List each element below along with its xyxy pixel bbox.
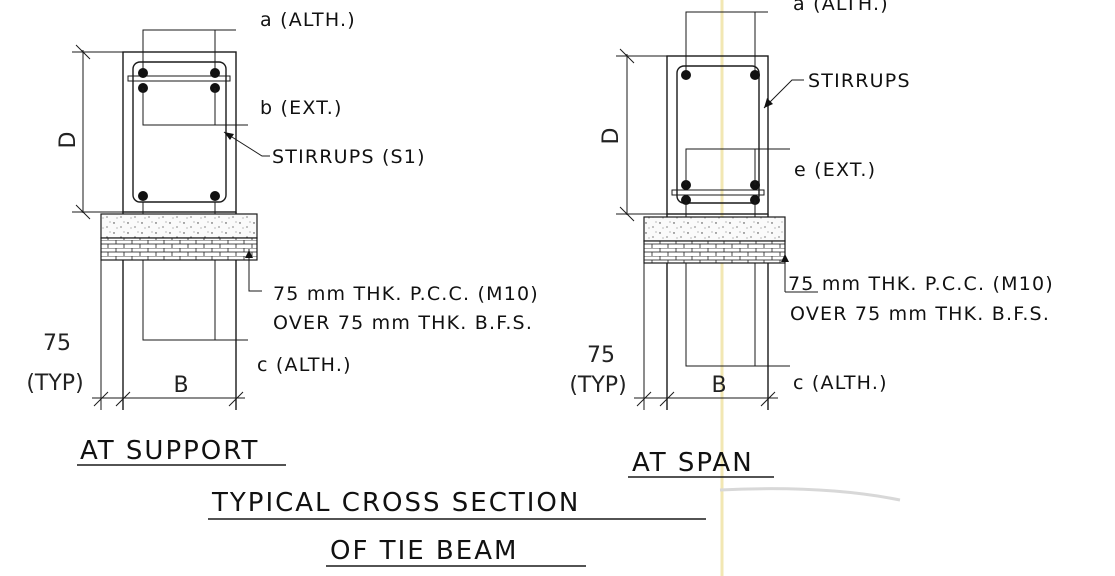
span-beam-outline (666, 55, 769, 215)
support-stirrup (132, 61, 227, 203)
support-b-leader (142, 88, 248, 126)
span-stirrup-arrow (764, 98, 773, 108)
span-bar-top-left (681, 70, 691, 80)
span-label-c: c (ALTH.) (793, 372, 888, 394)
support-dim-B-tick-3 (228, 391, 244, 407)
support-beam-outline (122, 51, 237, 213)
span-dim-D-tick-bottom (619, 206, 635, 222)
span-e-leader (685, 148, 790, 185)
support-dim-typ-label: (TYP) (26, 371, 83, 396)
span-title: AT SPAN (632, 448, 754, 478)
support-label-pcc-line1: 75 mm THK. P.C.C. (M10) (273, 283, 539, 305)
span-a-leader (685, 11, 768, 75)
support-stirrup-leader (223, 131, 270, 157)
span-stirrup (676, 65, 760, 204)
support-stirrup-arrow (224, 132, 234, 140)
span-label-stirrups: STIRRUPS (808, 70, 911, 92)
support-label-a: a (ALTH.) (260, 9, 356, 31)
support-bar-top-left (138, 68, 148, 78)
span-dim-B-tick-1 (636, 391, 652, 407)
support-bar-bottom-right (210, 191, 220, 201)
span-section: a (ALTH.) STIRRUPS e (EXT.) 75 mm THK. P… (569, 0, 1054, 478)
span-dim-B-tick-2 (659, 391, 675, 407)
span-label-e: e (EXT.) (794, 159, 876, 181)
support-label-b: b (EXT.) (260, 97, 343, 119)
span-label-a: a (ALTH.) (793, 0, 889, 15)
support-title: AT SUPPORT (80, 436, 259, 466)
support-bar-top-right (210, 68, 220, 78)
span-bfs-layer (643, 240, 786, 264)
support-dim-B-tick-2 (115, 391, 131, 407)
main-title-line2: OF TIE BEAM (330, 536, 518, 566)
support-bar-bottom-left (138, 191, 148, 201)
support-a-leader (142, 29, 236, 72)
support-top-link (127, 75, 231, 82)
support-label-stirrups: STIRRUPS (S1) (272, 146, 426, 168)
support-section: a (ALTH.) b (EXT.) STIRRUPS (S1) 75 mm T… (26, 9, 539, 466)
support-dim-D-tick-bottom (75, 204, 91, 220)
span-bar-top-right (750, 70, 760, 80)
span-bottom-link (671, 189, 765, 196)
span-dim-B-label: B (711, 373, 726, 398)
main-title: TYPICAL CROSS SECTION OF TIE BEAM (208, 488, 706, 567)
support-dim-B-label: B (173, 373, 188, 398)
span-dim-75-label: 75 (587, 343, 615, 368)
span-pcc-arrow (781, 254, 789, 262)
support-bfs-layer (100, 237, 258, 261)
support-pcc-arrow (245, 250, 253, 258)
span-label-pcc-line1: 75 mm THK. P.C.C. (M10) (788, 273, 1054, 295)
main-title-line1: TYPICAL CROSS SECTION (211, 488, 580, 518)
span-dim-typ-label: (TYP) (569, 373, 626, 398)
span-dim-D-label: D (599, 128, 624, 145)
span-pcc-layer (643, 216, 786, 242)
span-label-pcc-line2: OVER 75 mm THK. B.F.S. (790, 303, 1050, 325)
support-label-pcc-line2: OVER 75 mm THK. B.F.S. (273, 312, 533, 334)
span-stirrup-leader (763, 79, 804, 109)
support-dim-75-label: 75 (43, 331, 71, 356)
paper-smudge (719, 487, 901, 502)
span-dim-B-tick-3 (760, 391, 776, 407)
support-dim-D-label: D (56, 132, 81, 149)
support-pcc-layer (100, 213, 258, 239)
support-dim-B-tick-1 (93, 391, 109, 407)
span-dim-D-tick-top (619, 48, 635, 64)
support-label-c: c (ALTH.) (257, 354, 352, 376)
support-dim-D-tick-top (75, 44, 91, 60)
support-pcc-leader (248, 249, 262, 292)
